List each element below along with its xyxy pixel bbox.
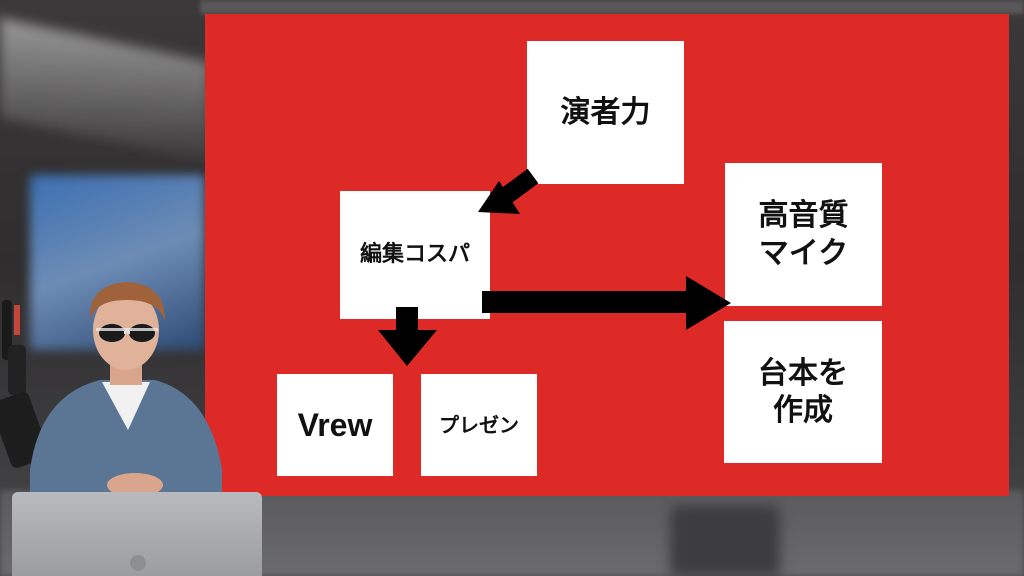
background-chair [670,505,780,576]
node-presen-label: プレゼン [439,412,519,437]
node-vrew: Vrew [277,374,393,476]
node-editing: 編集コスパ [340,191,490,319]
apple-logo-icon [130,555,146,571]
sunglasses-icon [96,324,158,342]
node-script-line-2: 作成 [773,393,833,428]
node-editing-label: 編集コスパ [359,242,470,268]
node-presen: プレゼン [421,374,537,476]
node-script: 台本を 作成 [724,321,882,463]
node-script-line-1: 台本を [758,355,848,391]
node-mic: 高音質 マイク [725,163,882,306]
node-acting-label: 演者力 [560,94,651,130]
node-vrew-label: Vrew [297,407,373,443]
background-ceiling [200,0,1024,14]
node-mic-line-2: マイク [758,235,849,271]
node-acting: 演者力 [527,41,684,184]
presenter [0,282,222,500]
node-mic-line-1: 高音質 [758,198,849,233]
